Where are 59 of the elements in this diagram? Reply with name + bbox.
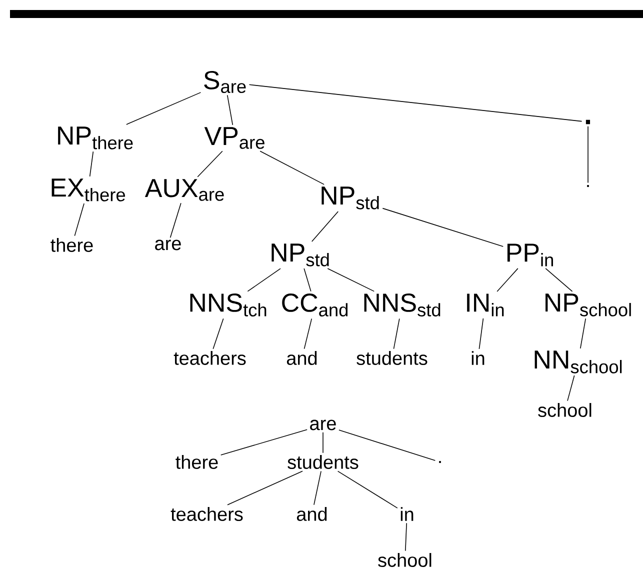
word-label: in [400, 507, 414, 521]
tree-branch [382, 208, 504, 247]
tree-branch [74, 203, 84, 236]
word-label: are [155, 240, 181, 250]
tree-label: NP$_{std}$ [322, 186, 379, 210]
tree-label: NNS$_{std}$ [364, 294, 440, 316]
tree-branch [322, 432, 324, 454]
tree-branch [405, 522, 407, 552]
tree-label: NP$_{std}$ [272, 244, 329, 266]
tree-branch [260, 150, 324, 185]
tree-label: S$_{are}$ [204, 70, 246, 94]
word-label: school [378, 553, 432, 567]
word-label: . [439, 461, 441, 464]
tree-branch [89, 151, 94, 177]
word-label: there [50, 238, 93, 252]
tree-label: NNS$_{tch}$ [190, 294, 266, 316]
word-label: students [356, 351, 428, 365]
word-label: there [176, 455, 218, 469]
tree-branch [227, 470, 303, 506]
word-label: students [288, 455, 358, 469]
tree-branch [496, 268, 518, 292]
word-label: are [310, 420, 336, 430]
word-label: and [296, 507, 327, 521]
tree-label: EX$_{there}$ [52, 178, 126, 202]
tree-branch [247, 268, 281, 292]
word-label: school [538, 403, 592, 417]
tree-branch [545, 268, 573, 292]
tree-label: CC$_{and}$ [282, 294, 348, 316]
tree-branch [327, 268, 375, 292]
tree-label: PP$_{in}$ [507, 244, 553, 266]
tree-label: AUX$_{are}$ [144, 179, 224, 201]
tree-branch [337, 470, 398, 508]
word-label: in [472, 351, 484, 365]
word-label: teachers [170, 507, 243, 521]
tree-branch [311, 211, 339, 242]
tree-branch [197, 150, 223, 178]
tree-branch [478, 318, 484, 350]
tree-branch [580, 318, 586, 349]
tree-branch [304, 268, 312, 292]
tree-branch [338, 430, 436, 461]
tree-branch [220, 429, 308, 456]
tree-label: VP$_{are}$ [204, 127, 264, 149]
tree-branch [248, 84, 582, 122]
word-label: and [286, 351, 317, 365]
tree-branch [393, 318, 400, 350]
tree-label: NP$_{there}$ [58, 126, 133, 150]
tree-branch [567, 375, 575, 402]
tree-label: NN$_{school}$ [534, 350, 622, 374]
tree-branch [226, 94, 234, 126]
tree-branch [170, 202, 182, 238]
tree-label: . [586, 120, 590, 124]
tree-branch [314, 470, 322, 506]
tree-branch [304, 318, 312, 350]
word-label: teachers [174, 351, 246, 365]
tree-branch [126, 92, 202, 125]
tree-label: NP$_{school}$ [546, 294, 631, 316]
tree-label: IN$_{in}$ [467, 294, 504, 316]
word-label: . [587, 185, 589, 188]
tree-branch [212, 318, 224, 350]
